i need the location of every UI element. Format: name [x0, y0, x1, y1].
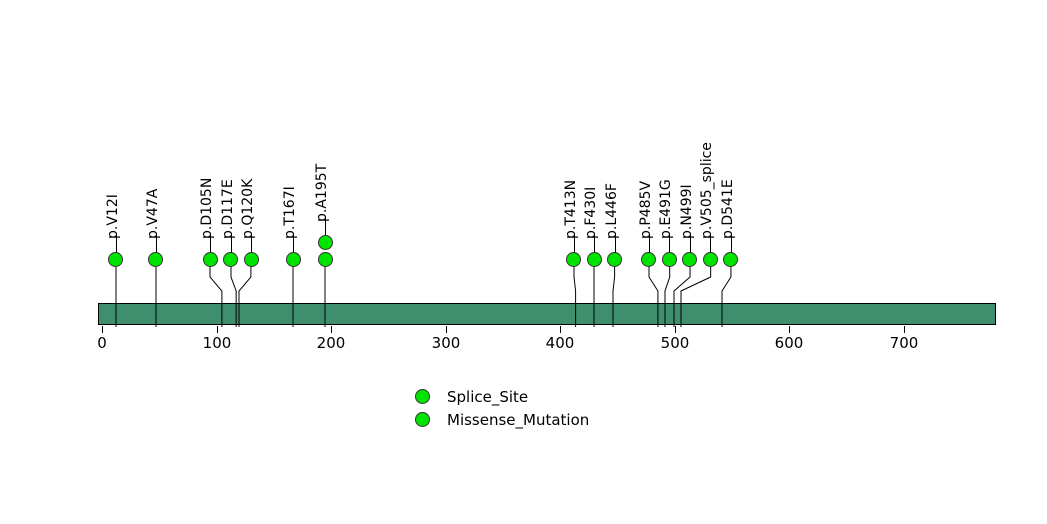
- x-axis-tick: [217, 326, 218, 333]
- x-axis-tick: [675, 326, 676, 333]
- x-axis-tick: [904, 326, 905, 333]
- mutation-dot[interactable]: [723, 251, 739, 267]
- x-axis-tick-label: 200: [316, 334, 346, 352]
- legend: Splice_Site Missense_Mutation: [415, 385, 589, 431]
- mutation-label: p.E491G: [658, 179, 675, 239]
- x-axis-tick: [560, 326, 561, 333]
- mutation-stem-upper: [116, 234, 117, 259]
- mutation-label: p.T413N: [562, 179, 579, 239]
- mutation-stem-upper: [325, 217, 326, 242]
- x-axis-tick: [102, 326, 103, 333]
- mutation-dot[interactable]: [682, 251, 698, 267]
- mutation-label: p.T167I: [282, 186, 299, 239]
- legend-item-missense-mutation[interactable]: Missense_Mutation: [415, 408, 589, 431]
- mutation-dot[interactable]: [641, 251, 657, 267]
- x-axis-tick-label: 0: [97, 334, 107, 352]
- x-axis-tick-label: 500: [660, 334, 690, 352]
- mutation-label: p.Q120K: [240, 178, 257, 239]
- x-axis-tick-label: 600: [774, 334, 804, 352]
- x-axis-tick-label: 400: [545, 334, 575, 352]
- mutation-stem-upper: [690, 234, 691, 259]
- legend-item-splice-site[interactable]: Splice_Site: [415, 385, 589, 408]
- mutation-dot[interactable]: [148, 251, 164, 267]
- legend-label-splice-site: Splice_Site: [447, 387, 529, 406]
- mutation-label: p.F430I: [583, 186, 600, 239]
- mutation-label: p.A195T: [314, 163, 331, 222]
- mutation-stem-upper: [669, 234, 670, 259]
- mutation-stem-upper: [251, 234, 252, 259]
- x-axis-tick-label: 700: [889, 334, 919, 352]
- mutation-label: p.V505_splice: [699, 142, 716, 239]
- mutation-dot[interactable]: [202, 251, 218, 267]
- mutation-dot[interactable]: [661, 251, 677, 267]
- x-axis-line: [98, 330, 996, 331]
- mutation-stem-upper: [574, 234, 575, 259]
- mutation-label: p.D117E: [219, 179, 236, 239]
- protein-backbone-bar: [98, 303, 996, 325]
- legend-swatch-splice-site: [415, 389, 430, 404]
- legend-swatch-missense-mutation: [415, 412, 430, 427]
- x-axis-tick-label: 100: [202, 334, 232, 352]
- mutation-stem-upper: [710, 234, 711, 259]
- mutation-dot[interactable]: [285, 251, 301, 267]
- legend-label-missense-mutation: Missense_Mutation: [447, 410, 590, 429]
- x-axis-tick: [789, 326, 790, 333]
- mutation-dot[interactable]: [317, 251, 333, 267]
- x-axis-tick: [331, 326, 332, 333]
- mutation-label: p.L446F: [603, 183, 620, 239]
- mutation-stem-upper: [156, 234, 157, 259]
- mutation-dot[interactable]: [586, 251, 602, 267]
- mutation-stem-upper: [594, 234, 595, 259]
- mutation-stem-upper: [615, 234, 616, 259]
- mutation-dot[interactable]: [108, 251, 124, 267]
- mutation-dot[interactable]: [607, 251, 623, 267]
- mutation-dot[interactable]: [566, 251, 582, 267]
- mutation-stem-upper: [731, 234, 732, 259]
- mutation-label: p.N499I: [678, 184, 695, 239]
- x-axis-tick: [446, 326, 447, 333]
- mutation-label: p.V47A: [144, 188, 161, 239]
- mutation-label: p.D541E: [719, 179, 736, 239]
- mutation-stem-upper: [210, 234, 211, 259]
- mutation-dot[interactable]: [223, 251, 239, 267]
- mutation-dot[interactable]: [317, 234, 333, 250]
- mutation-dot[interactable]: [702, 251, 718, 267]
- mutation-stem-upper: [649, 234, 650, 259]
- mutation-dot[interactable]: [243, 251, 259, 267]
- mutation-label: p.D105N: [199, 177, 216, 239]
- x-axis-tick-label: 300: [431, 334, 461, 352]
- mutation-stem-upper: [293, 234, 294, 259]
- mutation-stem-upper: [231, 234, 232, 259]
- mutation-label: p.V12I: [104, 194, 121, 239]
- mutation-label: p.P485V: [637, 180, 654, 239]
